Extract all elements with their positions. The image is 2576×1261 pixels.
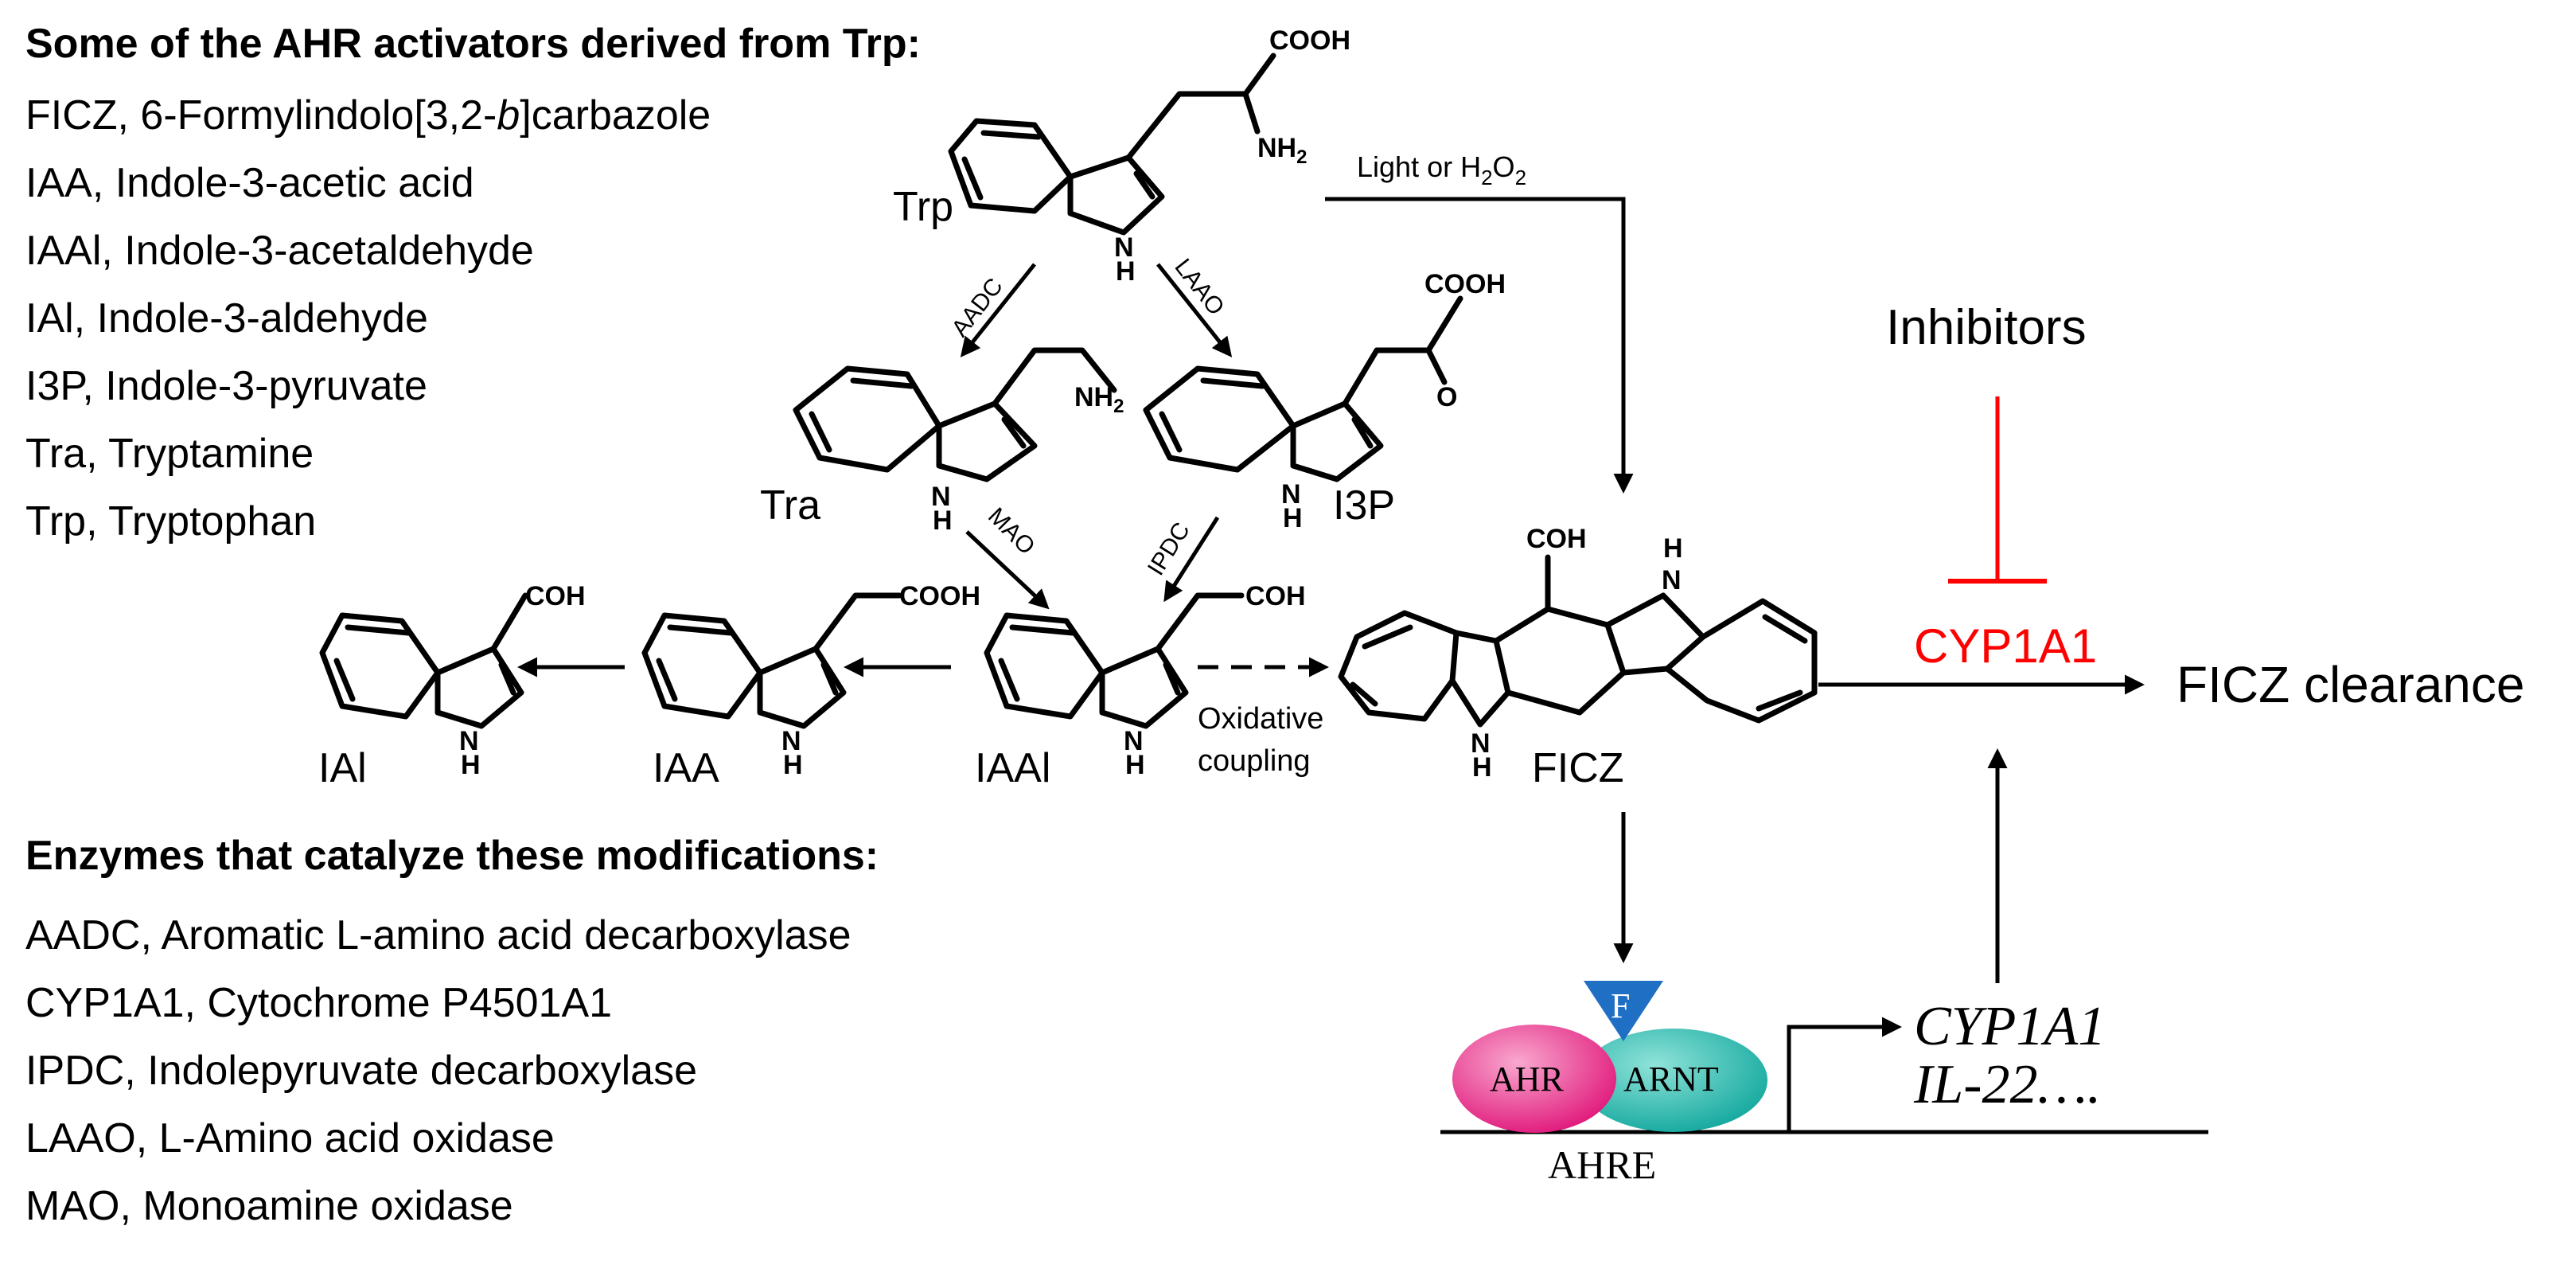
i3p-cooh-label: COOH — [1424, 269, 1506, 299]
tra-label: Tra — [760, 482, 820, 529]
activator-item-trp: Trp, Tryptophan — [25, 498, 316, 545]
arnt-protein — [1580, 1029, 1767, 1132]
activator-item-iaal: IAAl, Indole-3-acetaldehyde — [25, 228, 534, 274]
trp-n-label: N — [1114, 232, 1134, 263]
iaal-molecule: COH N H IAAl — [975, 581, 1306, 791]
ficz-clearance-label: FICZ clearance — [2177, 656, 2524, 713]
iaal-coh-label: COH — [1245, 581, 1306, 611]
iaal-n-label: N — [1124, 726, 1144, 756]
laao-arrow — [1156, 263, 1233, 357]
cyp1a1-enzyme-label: CYP1A1 — [1914, 619, 2097, 673]
inhibition: Inhibitors CYP1A1 — [1886, 300, 2097, 673]
i3p-n-label: N — [1281, 479, 1301, 509]
iaa-label: IAA — [653, 745, 719, 791]
tra-n-label: N — [931, 482, 951, 512]
iaa-molecule: COOH N H IAA — [641, 581, 980, 791]
mao-arrow — [965, 530, 1050, 610]
enzymes-legend: Enzymes that catalyze these modification… — [25, 833, 879, 1229]
ial-molecule: COH N H IAl — [318, 581, 586, 791]
ial-coh-label: COH — [525, 581, 586, 611]
ipdc-arrow — [1163, 516, 1220, 603]
trp-cooh-label: COOH — [1269, 25, 1350, 56]
ficz-top-h-label: H — [1663, 533, 1683, 564]
enzyme-item-ipdc: IPDC, Indolepyruvate decarboxylase — [25, 1048, 697, 1094]
i3p-h-label: H — [1283, 503, 1303, 533]
trp-conversion-arrows: AADC LAAO — [947, 254, 1233, 357]
ficz-label: FICZ — [1532, 745, 1624, 791]
ahr-label: AHR — [1490, 1060, 1565, 1099]
coupling-label: coupling — [1198, 744, 1311, 778]
activators-heading: Some of the AHR activators derived from … — [25, 21, 921, 67]
ligand-label: F — [1611, 986, 1630, 1025]
ahre-label: AHRE — [1548, 1142, 1656, 1187]
enzyme-item-aadc: AADC, Aromatic L-amino acid decarboxylas… — [25, 912, 852, 958]
trp-label: Trp — [893, 184, 953, 230]
iaal-h-label: H — [1125, 750, 1145, 780]
arnt-label: ARNT — [1623, 1060, 1719, 1099]
ficz-molecule: COH H N N H FICZ — [1338, 524, 1818, 791]
trp-nh2-label: NH2 — [1257, 133, 1307, 168]
enzymes-heading: Enzymes that catalyze these modification… — [25, 833, 879, 879]
enzyme-item-cyp1a1: CYP1A1, Cytochrome P4501A1 — [25, 980, 612, 1026]
enzyme-item-laao: LAAO, L-Amino acid oxidase — [25, 1115, 555, 1161]
iaa-h-label: H — [783, 750, 803, 780]
tra-nh2-label: NH2 — [1074, 382, 1124, 417]
oxidative-coupling: Oxidative coupling — [1198, 657, 1329, 778]
activator-item-i3p: I3P, Indole-3-pyruvate — [25, 363, 427, 409]
i3p-o-label: O — [1436, 382, 1457, 412]
ahr-protein — [1452, 1025, 1616, 1133]
activator-item-ficz: FICZ, 6-Formylindolo[3,2-b]carbazole — [25, 92, 711, 139]
tra-h-label: H — [933, 506, 953, 536]
tra-molecule: NH2 N H Tra — [760, 347, 1124, 536]
ficz-bottom-n-label: N — [1471, 728, 1491, 759]
ficz-bottom-h-label: H — [1472, 752, 1492, 783]
gene-cyp1a1-label: CYP1A1 — [1914, 996, 2106, 1057]
ficz-coh-label: COH — [1526, 524, 1587, 554]
aadc-arrow — [960, 263, 1036, 357]
ial-label: IAl — [318, 745, 367, 791]
ficz-top-n-label: N — [1662, 565, 1682, 595]
ial-n-label: N — [459, 726, 479, 756]
activators-legend: Some of the AHR activators derived from … — [25, 21, 921, 545]
iaal-formation-arrows: MAO IPDC — [965, 503, 1220, 610]
trp-h-label: H — [1116, 256, 1136, 287]
receptor-complex: AHR ARNT F AHRE CYP1A1 IL-22…. — [1440, 981, 2208, 1187]
trp-molecule: COOH NH2 N H Trp — [893, 25, 1350, 287]
oxidative-label: Oxidative — [1198, 702, 1323, 736]
light-arrow — [1325, 197, 1634, 494]
iaal-label: IAAl — [975, 745, 1050, 791]
iaa-cooh-label: COOH — [899, 581, 980, 611]
light-h2o2-path: Light or H2O2 — [1325, 150, 1634, 494]
activator-item-tra: Tra, Tryptamine — [25, 431, 314, 477]
light-h2o2-label: Light or H2O2 — [1357, 150, 1526, 189]
enzyme-item-mao: MAO, Monoamine oxidase — [25, 1183, 513, 1229]
iaa-n-label: N — [781, 726, 801, 756]
gene-il22-label: IL-22…. — [1913, 1054, 2101, 1115]
ial-h-label: H — [461, 750, 481, 780]
i3p-label: I3P — [1333, 482, 1395, 529]
inhibitors-label: Inhibitors — [1886, 300, 2087, 355]
transcription-arrow — [1787, 1017, 1902, 1130]
activator-item-iaa: IAA, Indole-3-acetic acid — [25, 160, 474, 206]
i3p-molecule: COOH O N H I3P — [1143, 269, 1506, 533]
mao-label: MAO — [983, 503, 1040, 560]
activator-item-ial: IAl, Indole-3-aldehyde — [25, 295, 428, 342]
ficz-ligand — [1584, 981, 1663, 1041]
ipdc-label: IPDC — [1143, 517, 1195, 580]
